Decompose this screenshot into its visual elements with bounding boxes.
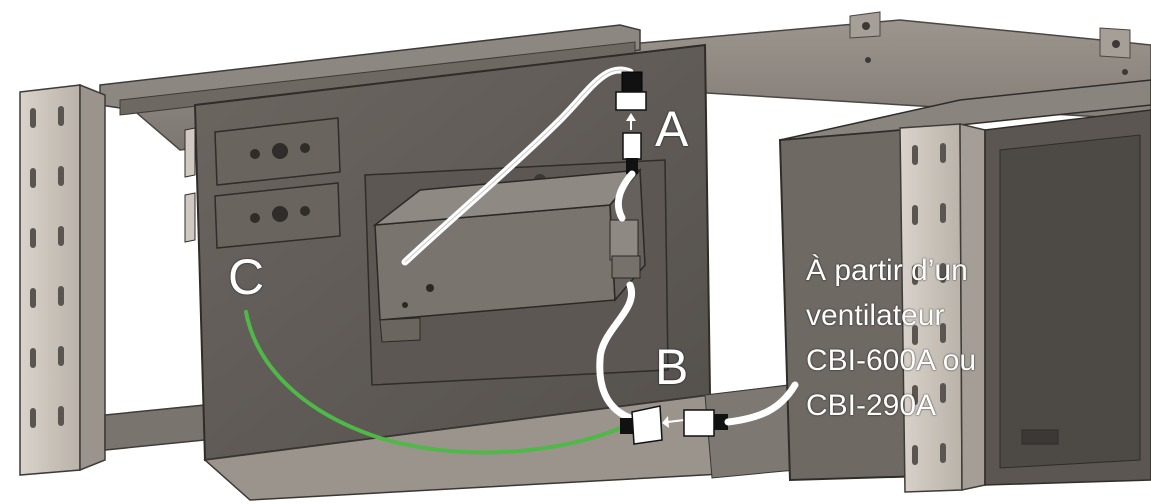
connector-b	[620, 405, 728, 445]
cable-ab	[596, 170, 636, 422]
left-rack-frame	[19, 24, 641, 476]
label-c: C	[228, 249, 265, 305]
callout-line: CBI-290A	[806, 389, 937, 422]
callout-line: À partir d’un	[806, 254, 968, 287]
cable-c	[244, 310, 630, 455]
callout-line: CBI-600A ou	[806, 344, 977, 377]
callout-line: ventilateur	[806, 299, 945, 332]
right-chassis	[778, 79, 1151, 493]
label-b: B	[655, 339, 689, 395]
cable-external	[724, 381, 799, 426]
cable-a	[401, 66, 634, 266]
connector-a	[615, 71, 647, 174]
label-a: A	[655, 101, 689, 157]
fan-source-callout: À partir d’un ventilateur CBI-600A ou CB…	[806, 248, 976, 428]
